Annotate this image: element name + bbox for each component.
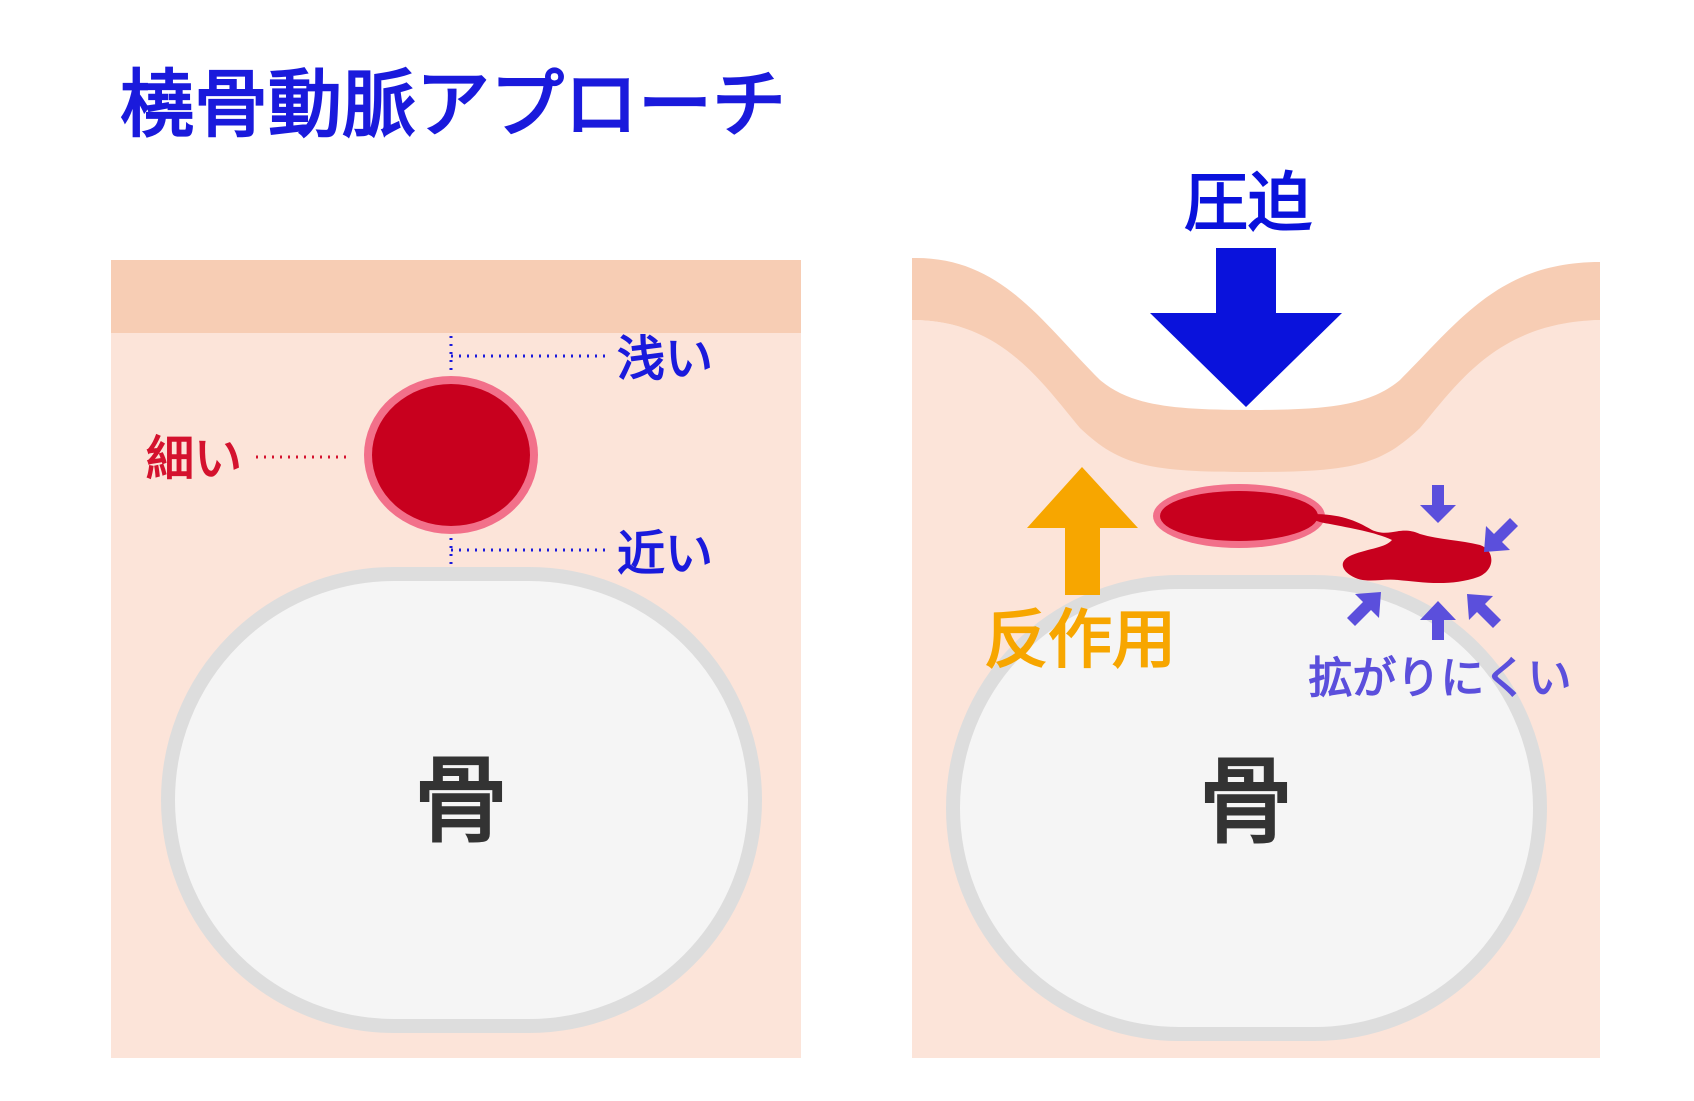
spread-arrow-top: [1420, 485, 1456, 523]
hard-to-spread-label: 拡がりにくい: [1308, 653, 1571, 704]
left-skin-layer: [111, 260, 801, 333]
spread-arrow-bottom-right: [1467, 594, 1501, 628]
spread-arrows: [1347, 485, 1518, 640]
right-bone: [946, 575, 1547, 1041]
left-bone-label: 骨: [414, 747, 508, 856]
left-panel: 骨 浅い 近い 細い: [111, 260, 801, 1058]
compression-label: 圧迫: [1184, 167, 1312, 241]
compression-arrow: [1150, 248, 1342, 407]
right-panel: 骨 圧迫 反作用 拡がりにくい: [912, 167, 1600, 1058]
spread-arrow-bottom: [1420, 601, 1456, 640]
near-label: 近い: [617, 526, 713, 582]
left-bone: [161, 567, 762, 1033]
right-skin-layer: [912, 257, 1600, 472]
right-bone-label: 骨: [1199, 748, 1293, 857]
reaction-label: 反作用: [984, 604, 1176, 678]
right-artery: [1160, 491, 1318, 541]
reaction-arrow: [1027, 467, 1138, 595]
left-artery: [372, 384, 530, 526]
diagram-title: 橈骨動脈アプローチ: [120, 62, 786, 148]
shallow-label: 浅い: [617, 331, 713, 387]
spread-arrow-top-right: [1484, 518, 1518, 552]
spread-arrow-bottom-left: [1347, 592, 1381, 626]
blood-leak: [1311, 514, 1492, 584]
thin-label: 細い: [146, 431, 242, 487]
